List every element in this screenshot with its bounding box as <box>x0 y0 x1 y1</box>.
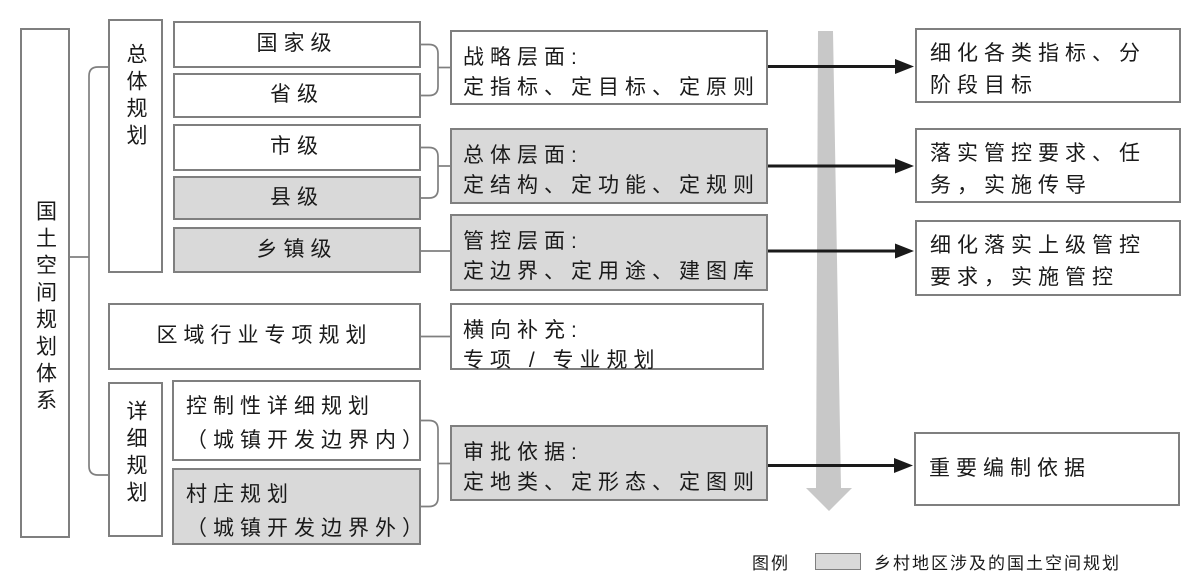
function-box-approval-basis: 审批依据: 定地类、定形态、定图则 <box>450 425 768 501</box>
connector-national <box>421 43 439 68</box>
root-label: 国土空间规划体系 <box>33 200 57 416</box>
regulatory-detailed-plan-box: 控制性详细规划 （城镇开发边界内） <box>172 380 429 461</box>
connector-village-plan <box>421 463 439 508</box>
plan-name: 控制性详细规划 <box>186 395 375 418</box>
connector-provincial <box>421 67 439 97</box>
function-title: 战略层面: <box>463 46 583 69</box>
connector-city <box>421 146 439 166</box>
group-box-detailed-planning: 详细规划 <box>108 382 163 537</box>
level-label: 县级 <box>270 185 324 209</box>
function-detail: 定结构、定功能、定规则 <box>463 174 760 197</box>
plan-scope: （城镇开发边界内） <box>186 429 429 452</box>
connector-root-bracket <box>88 66 108 476</box>
level-label: 乡镇级 <box>256 237 338 261</box>
group-box-overall-planning: 总体规划 <box>108 19 163 273</box>
plan-scope: （城镇开发边界外） <box>186 517 429 540</box>
function-title: 审批依据: <box>463 441 583 464</box>
function-box-overall-layer: 总体层面: 定结构、定功能、定规则 <box>450 128 768 204</box>
level-box-city: 市级 <box>173 124 421 171</box>
arrow-overall-outcome <box>767 158 914 174</box>
level-label: 市级 <box>270 135 324 159</box>
outcome-box-compilation-basis: 重要编制依据 <box>914 432 1180 506</box>
function-detail: 定指标、定目标、定原则 <box>463 76 760 99</box>
outcome-label: 重要编制依据 <box>929 457 1091 480</box>
outcome-box-refine-indicators: 细化各类指标、分阶段目标 <box>915 28 1181 103</box>
function-detail: 定边界、定用途、建图库 <box>463 260 760 283</box>
outcome-box-implement-control: 细化落实上级管控要求，实施管控 <box>915 220 1181 296</box>
function-title: 总体层面: <box>463 144 583 167</box>
level-box-provincial: 省级 <box>173 73 421 118</box>
function-title: 横向补充: <box>463 319 583 342</box>
legend: 图例 乡村地区涉及的国土空间规划 <box>752 549 1121 574</box>
outcome-box-implement-requirements: 落实管控要求、任务，实施传导 <box>915 128 1181 203</box>
legend-title: 图例 <box>752 554 790 573</box>
function-detail: 定地类、定形态、定图则 <box>463 471 760 494</box>
outcome-label: 细化落实上级管控要求，实施管控 <box>930 234 1146 289</box>
level-label: 国家级 <box>256 32 338 56</box>
outcome-label: 细化各类指标、分阶段目标 <box>930 42 1146 97</box>
function-box-control-layer: 管控层面: 定边界、定用途、建图库 <box>450 214 768 291</box>
root-box-spatial-planning-system: 国土空间规划体系 <box>20 28 70 538</box>
level-box-national: 国家级 <box>173 21 421 68</box>
plan-name: 村庄规划 <box>186 483 294 506</box>
group-overall-label: 总体规划 <box>124 43 148 151</box>
legend-label: 乡村地区涉及的国土空间规划 <box>874 554 1121 573</box>
arrow-control-outcome <box>767 243 914 259</box>
level-box-township: 乡镇级 <box>173 227 421 273</box>
regional-label: 区域行业专项规划 <box>156 324 373 348</box>
legend-swatch <box>815 553 861 570</box>
village-plan-box: 村庄规划 （城镇开发边界外） <box>172 468 429 545</box>
arrow-strategic-outcome <box>767 59 914 74</box>
downward-flow-arrow <box>806 31 852 511</box>
function-detail: 专项 / 专业规划 <box>463 349 661 372</box>
regional-special-planning-box: 区域行业专项规划 <box>108 303 421 370</box>
function-box-horizontal-supplement: 横向补充: 专项 / 专业规划 <box>450 303 764 372</box>
function-title: 管控层面: <box>463 230 583 253</box>
arrow-approval-outcome <box>767 458 913 473</box>
level-label: 省级 <box>270 83 324 107</box>
outcome-label: 落实管控要求、任务，实施传导 <box>930 142 1146 197</box>
group-detailed-label: 详细规划 <box>124 400 148 508</box>
function-box-strategic-layer: 战略层面: 定指标、定目标、定原则 <box>450 30 768 105</box>
connector-county <box>421 166 439 199</box>
level-box-county: 县级 <box>173 176 421 220</box>
connector-regulatory-plan <box>421 419 439 464</box>
